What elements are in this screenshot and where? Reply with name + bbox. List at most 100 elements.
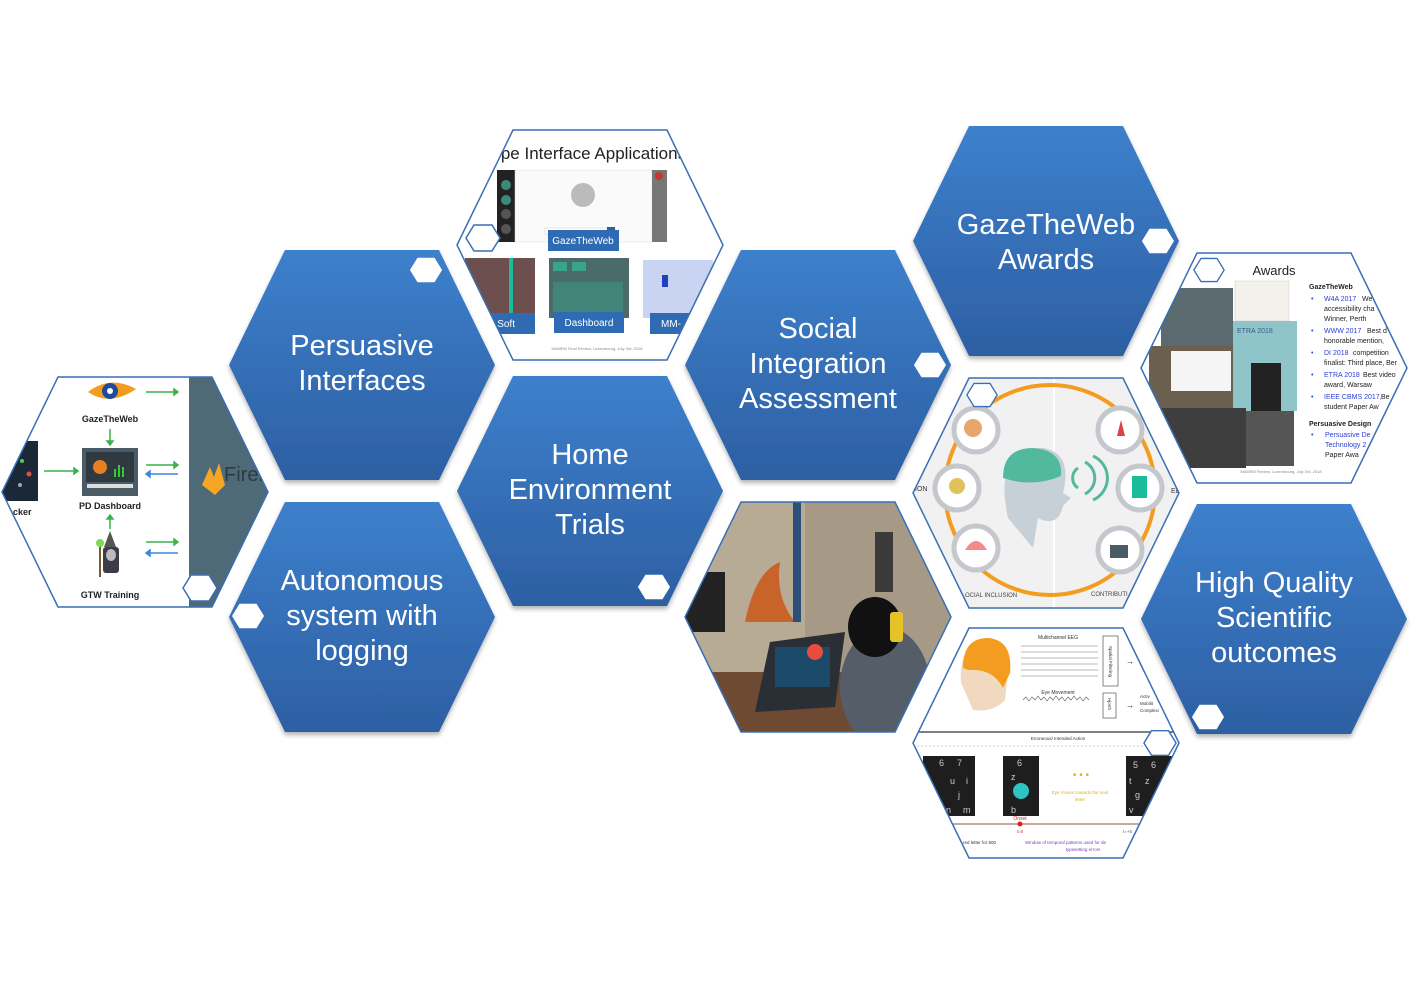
concept-hex-label: logging [315,635,409,667]
svg-text:g: g [1135,790,1140,800]
svg-text:t=+5: t=+5 [1123,829,1133,834]
svg-text:MM-: MM- [661,319,681,330]
svg-text:i: i [966,776,968,786]
svg-text:Spatial Filtering: Spatial Filtering [1108,646,1113,678]
svg-text:ng Soft: ng Soft [483,319,515,330]
svg-text:GazeTheWeb: GazeTheWeb [552,236,614,247]
svg-text:•: • [1311,372,1314,379]
svg-text:ETRA 2018: ETRA 2018 [1324,372,1360,379]
svg-text:Technology 2: Technology 2 [1325,442,1366,449]
firebase-flame-icon [202,463,225,495]
svg-text:ION: ION [915,486,927,493]
concept-hex-label: Social [779,313,858,345]
gtw-sidebar [497,170,515,242]
dashboard-app-label [554,312,624,333]
brain-icon [1003,448,1062,483]
home-trial-photo-hex [684,501,952,733]
svg-text:Dashboard: Dashboard [565,318,614,329]
svg-text:→: → [1126,701,1134,710]
svg-text:Paper Awa: Paper Awa [1325,452,1359,459]
eeg-error-detection-hex: Multichannel EEG Eye Movement Spatial Fi… [912,627,1180,859]
svg-text:ETRA 2018: ETRA 2018 [1237,328,1273,335]
small-hex-marker [182,574,218,602]
concept-hex-label: Environment [509,474,672,506]
svg-text:GazeTheWeb: GazeTheWeb [1309,284,1353,291]
svg-text:u: u [950,776,955,786]
svg-text:•: • [1311,328,1314,335]
awards-slide-title: Awards [1252,263,1296,278]
tracker-label: acker [8,507,32,517]
svg-text:Be: Be [1381,394,1390,401]
signal-waves-icon [1071,454,1109,502]
svg-text:• • •: • • • [1073,770,1090,781]
team-photo [1161,288,1233,346]
svg-text:6: 6 [939,758,944,768]
svg-text:ED: ED [1171,488,1181,495]
small-hex-marker [1143,729,1177,757]
concept-hex-label: Interfaces [298,365,425,397]
slide-footer: MAMEM Final Review, Luxembourg, July 3rd… [552,346,644,351]
wizard-icon [96,531,119,577]
svg-text:DI 2018: DI 2018 [1324,350,1349,357]
pipeline-diagram-hex: Fireb acker GazeTheWeb PD Dashboard [1,376,269,608]
svg-text:Persuasive Design: Persuasive Design [1309,421,1371,428]
svg-text:Multichannel EEG: Multichannel EEG [1038,635,1078,641]
svg-text:6: 6 [1017,758,1022,768]
svg-text:award, Warsaw: award, Warsaw [1324,382,1373,389]
svg-text:student Paper Aw: student Paper Aw [1324,404,1380,411]
svg-text:•: • [1311,350,1314,357]
concept-hex-label: High Quality [1195,567,1353,599]
svg-text:m: m [963,805,971,815]
svg-text:Winner, Perth: Winner, Perth [1324,316,1367,323]
svg-text:CONTRIBUTI: CONTRIBUTI [1091,592,1128,598]
concept-hex-label: GazeTheWeb [957,209,1135,241]
svg-text:•: • [1311,394,1314,401]
svg-text:Hjorth: Hjorth [1107,698,1112,711]
svg-text:•: • [1311,432,1314,439]
svg-text:We: We [1362,296,1372,303]
svg-text:honorable mention,: honorable mention, [1324,338,1384,345]
svg-text:IEEE CBMS 2017,: IEEE CBMS 2017, [1324,394,1382,401]
small-hex-marker [465,224,501,252]
concept-hex-label: outcomes [1211,637,1337,669]
svg-text:Best video: Best video [1363,372,1396,379]
svg-text:b: b [1011,805,1016,815]
svg-text:red letter for 500: red letter for 500 [963,840,997,845]
return-arrows [144,469,178,558]
svg-text:7: 7 [957,758,962,768]
svg-text:5: 5 [1133,760,1138,770]
prototype-interfaces-hex: Prototype Interface Applications GazeThe… [456,129,724,361]
svg-text:Persuasive De: Persuasive De [1325,432,1371,439]
svg-text:Eye moves towards the next: Eye moves towards the next [1052,790,1109,795]
svg-text:W4A 2017: W4A 2017 [1324,296,1356,303]
hexagon-shape [913,126,1179,356]
svg-text:Onset: Onset [1013,816,1027,822]
svg-text:→: → [1126,657,1134,666]
svg-text:Mobilit: Mobilit [1140,701,1154,706]
svg-text:t=0: t=0 [1017,829,1024,834]
svg-text:Erroneous/ Intended Action: Erroneous/ Intended Action [1031,736,1086,741]
wall-flame-poster [745,562,795,622]
concept-hex-label: Assessment [739,383,897,415]
svg-text:Window of temporal patterns us: Window of temporal patterns used for de [1025,840,1107,845]
small-hex-marker [1193,257,1225,283]
svg-text:z: z [1011,772,1016,782]
certificate [1234,280,1290,322]
hexagon-shape [457,376,723,606]
svg-text:finalist: Third place, Ber: finalist: Third place, Ber [1324,360,1398,367]
svg-text:t: t [1129,776,1132,786]
concept-hex-label: Persuasive [290,330,433,362]
concept-hex-label: Scientific [1216,602,1332,634]
slide-footer: MAMEM Review, Luxembourg, July 3rd, 2018 [1240,469,1322,474]
svg-text:z: z [1145,776,1150,786]
flow-arrows [44,387,180,547]
svg-text:accessibility cha: accessibility cha [1324,306,1375,313]
hexagon-shape [1141,504,1407,734]
concept-hex-label: Trials [555,509,625,541]
